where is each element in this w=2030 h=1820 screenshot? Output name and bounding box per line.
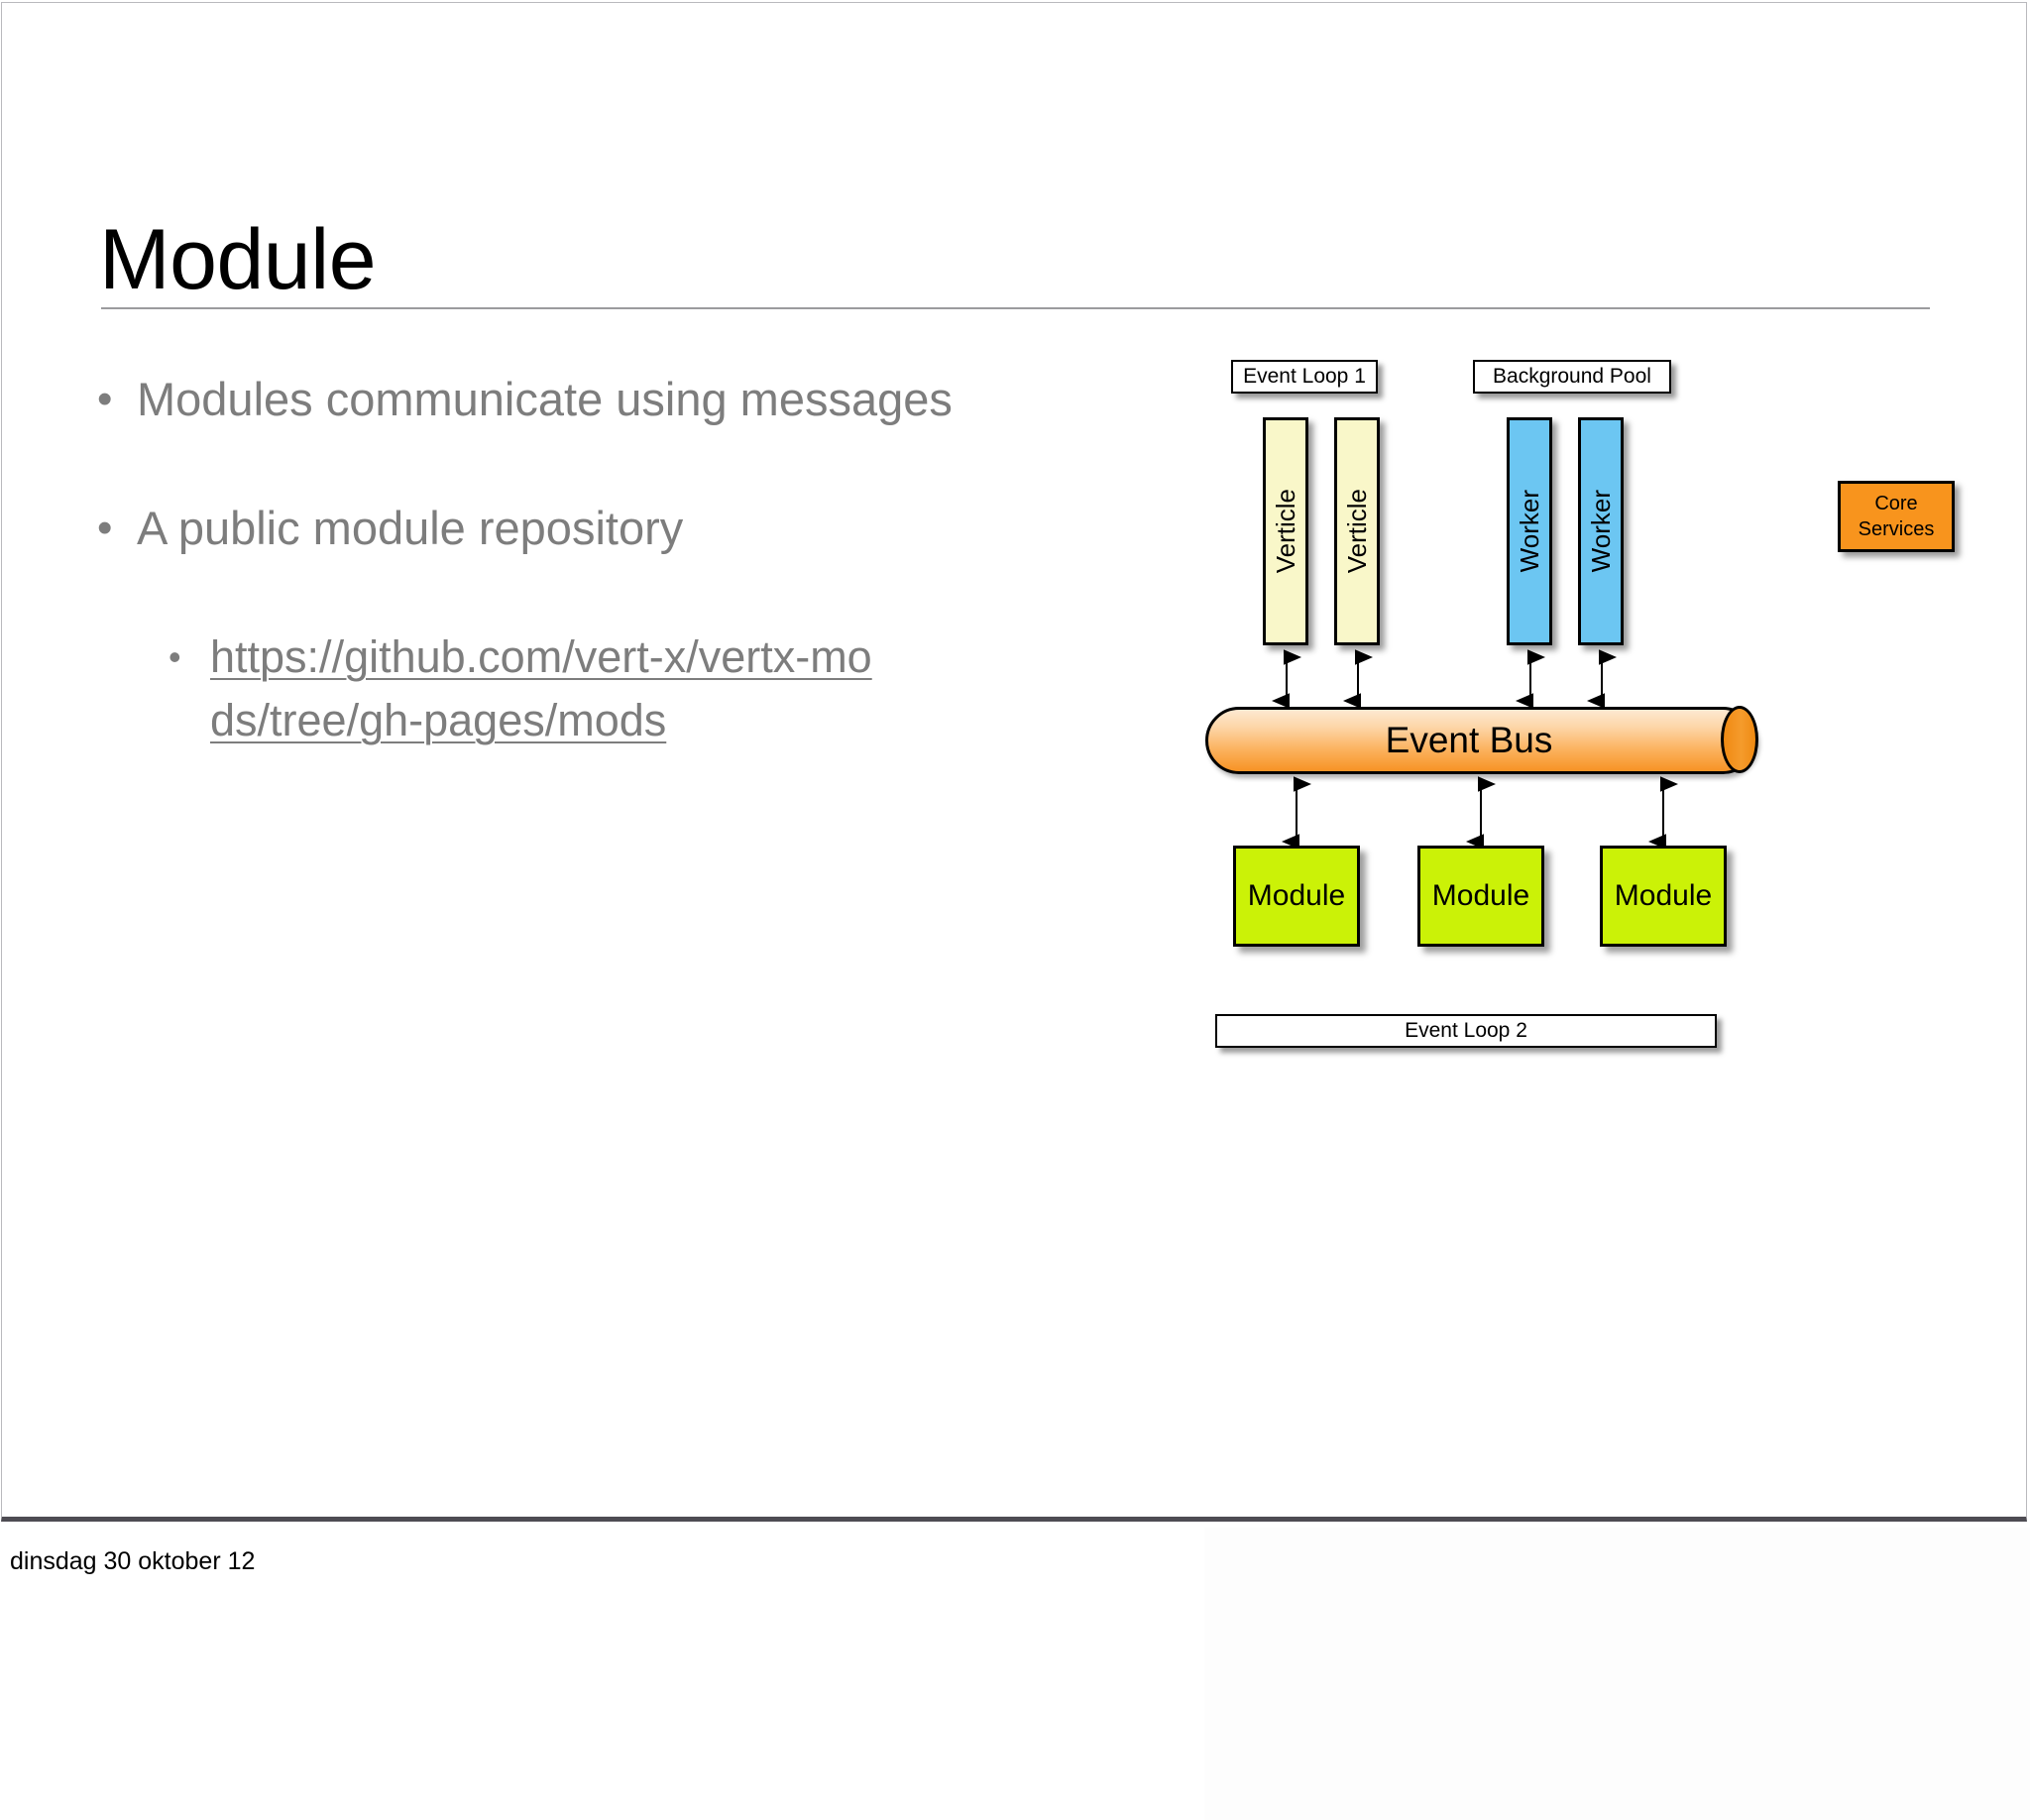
label-background-pool: Background Pool bbox=[1473, 360, 1671, 394]
bullet-list: • Modules communicate using messages • A… bbox=[93, 368, 1164, 752]
list-item: • A public module repository bbox=[93, 497, 1164, 560]
verticle-box-2: Verticle bbox=[1334, 417, 1380, 645]
bullet-marker-icon: • bbox=[97, 504, 113, 552]
module-box-3: Module bbox=[1600, 846, 1727, 947]
module-box-1: Module bbox=[1233, 846, 1360, 947]
page-title: Module bbox=[99, 211, 377, 307]
event-bus: Event Bus bbox=[1205, 706, 1758, 774]
bullet-marker-icon: • bbox=[169, 636, 181, 677]
verticle-box-1: Verticle bbox=[1263, 417, 1308, 645]
event-bus-body bbox=[1205, 707, 1756, 774]
lower-panel bbox=[1204, 1528, 2030, 1820]
arrow-bus-to-module-3 bbox=[1648, 776, 1678, 850]
arrow-bus-to-module-2 bbox=[1466, 776, 1496, 850]
core-services-box: Core Services bbox=[1838, 481, 1955, 552]
bullet-marker-icon: • bbox=[97, 375, 113, 423]
worker-label: Worker bbox=[1585, 490, 1616, 573]
worker-label: Worker bbox=[1514, 490, 1544, 573]
list-item: • Modules communicate using messages bbox=[93, 368, 1164, 431]
sub-bullet-list: • https://github.com/vert-x/vertx-mods/t… bbox=[169, 626, 1164, 752]
arrow-verticle-1-to-bus bbox=[1272, 649, 1301, 709]
slide-frame: Module • Modules communicate using messa… bbox=[1, 2, 2027, 1522]
slide-date-footer: dinsdag 30 oktober 12 bbox=[10, 1547, 256, 1575]
architecture-diagram: Event Loop 1 Background Pool Verticle Ve… bbox=[1201, 360, 2014, 1048]
core-services-label-line1: Core bbox=[1874, 493, 1918, 514]
verticle-label: Verticle bbox=[1341, 489, 1372, 574]
label-event-loop-1: Event Loop 1 bbox=[1231, 360, 1378, 394]
bullet-text: Modules communicate using messages bbox=[137, 373, 953, 425]
verticle-label: Verticle bbox=[1270, 489, 1300, 574]
label-event-loop-2: Event Loop 2 bbox=[1215, 1014, 1717, 1048]
module-box-2: Module bbox=[1417, 846, 1544, 947]
worker-box-2: Worker bbox=[1578, 417, 1624, 645]
core-services-label-line2: Services bbox=[1858, 518, 1935, 540]
event-bus-label: Event Bus bbox=[1385, 720, 1553, 760]
arrow-bus-to-module-1 bbox=[1282, 776, 1311, 850]
arrow-verticle-2-to-bus bbox=[1343, 649, 1373, 709]
list-item: • https://github.com/vert-x/vertx-mods/t… bbox=[169, 626, 1164, 752]
arrow-worker-2-to-bus bbox=[1587, 649, 1617, 709]
arrow-worker-1-to-bus bbox=[1516, 649, 1545, 709]
title-divider bbox=[101, 307, 1930, 309]
worker-box-1: Worker bbox=[1507, 417, 1552, 645]
repository-link[interactable]: https://github.com/vert-x/vertx-mods/tre… bbox=[210, 631, 872, 745]
bullet-text: A public module repository bbox=[137, 502, 684, 554]
event-bus-end-cap bbox=[1721, 706, 1758, 773]
